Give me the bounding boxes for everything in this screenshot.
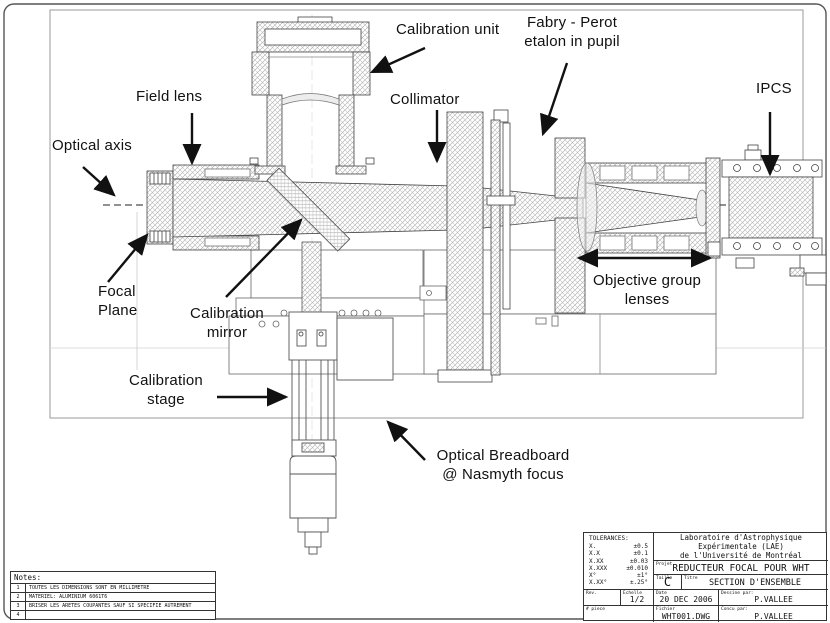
designed-by-cell: Concu par: P.VALLEE <box>719 605 828 622</box>
organization-box: Laboratoire d'Astrophysique Expérimental… <box>654 533 828 560</box>
label-calibration-stage-line2: stage <box>147 391 185 408</box>
tolerances-box: TOLERANCES: X. ±0.5 X.X ±0.1 X.XX ±0.03 … <box>584 533 654 589</box>
notes-title: Notes: <box>11 572 215 584</box>
note-text: TOUTES LES DIMENSIONS SONT EN MILLIMETRE <box>29 585 150 591</box>
note-row: 4 <box>11 611 215 619</box>
tolerance-val: ±0.5 <box>633 543 648 550</box>
label-objective-group-line2: lenses <box>624 291 670 308</box>
note-number: 1 <box>11 584 26 592</box>
tolerance-row: X.XX ±0.03 <box>589 558 648 565</box>
label-calibration-stage: Calibration stage <box>106 371 226 409</box>
label-fabry-perot-line2: etalon in pupil <box>524 33 620 50</box>
tolerance-row: X.XXX ±0.010 <box>589 565 648 572</box>
drawn-by-value: P.VALLEE <box>754 595 793 604</box>
drawn-by-label: Dessine par: <box>721 591 754 596</box>
label-focal-plane-line1: Focal <box>98 283 136 300</box>
tolerance-dim: X.XX° <box>589 579 608 587</box>
note-row: 1 TOUTES LES DIMENSIONS SONT EN MILLIMET… <box>11 584 215 593</box>
tolerance-dim: X.XX <box>589 557 604 565</box>
label-optical-breadboard: Optical Breadboard @ Nasmyth focus <box>428 446 578 484</box>
calibration-stage-drawing <box>288 311 394 555</box>
label-objective-group-line1: Objective group <box>592 272 702 289</box>
collimator-drawing <box>437 111 493 383</box>
rev-cell: Rev. <box>584 589 621 605</box>
tolerance-dim: X. <box>589 543 597 550</box>
tolerance-val: ±0.1 <box>633 550 648 558</box>
rev-label: Rev. <box>586 591 597 596</box>
tolerance-dim: X.XXX <box>589 564 608 572</box>
note-row: 3 BRISER LES ARETES COUPANTES SAUF SI SP… <box>11 602 215 611</box>
date-cell: Date 20 DEC 2006 <box>654 589 719 605</box>
drawn-by-cell: Dessine par: P.VALLEE <box>719 589 828 605</box>
file-value: WHT001.DWG <box>661 612 711 621</box>
organization-line1: Laboratoire d'Astrophysique <box>680 533 802 542</box>
tolerance-row: X.X ±0.1 <box>589 550 648 557</box>
scale-value: 1/2 <box>629 595 645 604</box>
label-optical-breadboard-line1: Optical Breadboard <box>436 447 570 464</box>
label-fabry-perot-line1: Fabry - Perot <box>526 14 618 31</box>
designed-by-value: P.VALLEE <box>754 612 793 621</box>
tolerance-dim: X° <box>589 572 597 580</box>
note-row: 2 MATERIEL: ALUMINIUM 6061T6 <box>11 593 215 602</box>
note-number: 4 <box>11 611 26 619</box>
note-number: 2 <box>11 593 26 601</box>
date-value: 20 DEC 2006 <box>659 595 713 604</box>
tolerance-row: X. ±0.5 <box>589 543 648 550</box>
etalon-drawing <box>486 109 516 376</box>
size-value: C <box>663 575 672 589</box>
label-objective-group: Objective group lenses <box>577 271 717 309</box>
tolerance-dim: X.X <box>589 550 600 558</box>
label-collimator: Collimator <box>390 91 460 108</box>
label-focal-plane: Focal Plane <box>98 282 137 320</box>
note-text: MATERIEL: ALUMINIUM 6061T6 <box>29 594 108 600</box>
size-label: Taille <box>656 576 673 581</box>
notes-table: Notes: 1 TOUTES LES DIMENSIONS SONT EN M… <box>10 571 216 620</box>
ipcs-drawing <box>721 144 827 286</box>
designed-by-label: Concu par: <box>721 607 749 612</box>
file-cell: Fichier WHT001.DWG <box>654 605 719 622</box>
file-label: Fichier <box>656 607 675 612</box>
organization-line3: de l'Université de Montréal <box>680 550 802 560</box>
note-number: 3 <box>11 602 26 610</box>
organization-line2: Expérimentale (LAE) <box>698 541 784 551</box>
field-lens-barrel <box>146 170 174 245</box>
drawing-title: SECTION D'ENSEMBLE <box>708 578 802 588</box>
label-ipcs: IPCS <box>756 80 792 97</box>
title-label: Titre <box>684 576 698 581</box>
tolerance-val: ±.25° <box>629 579 648 587</box>
project-label: Projet <box>656 562 673 567</box>
project-name: REDUCTEUR FOCAL POUR WHT <box>672 563 810 574</box>
project-cell: Projet REDUCTEUR FOCAL POUR WHT <box>654 560 828 574</box>
scale-label: Echelle <box>623 591 642 596</box>
objective-group-drawing <box>554 137 721 314</box>
label-optical-axis: Optical axis <box>52 137 132 154</box>
label-calibration-mirror-line2: mirror <box>206 324 248 341</box>
tolerance-val: ±0.010 <box>626 564 648 572</box>
label-calibration-mirror: Calibration mirror <box>167 304 287 342</box>
tolerance-val: ±0.03 <box>629 557 648 565</box>
title-cell: Titre SECTION D'ENSEMBLE <box>682 574 828 589</box>
note-text: BRISER LES ARETES COUPANTES SAUF SI SPEC… <box>29 603 192 609</box>
tolerance-row: X.XX° ±.25° <box>589 579 648 586</box>
label-fabry-perot: Fabry - Perot etalon in pupil <box>512 13 632 51</box>
tolerance-row: X° ±1° <box>589 572 648 579</box>
tolerance-val: ±1° <box>637 572 648 580</box>
label-calibration-stage-line1: Calibration <box>129 372 203 389</box>
annotation-arrows <box>82 46 780 461</box>
part-number-cell: # piece <box>584 605 654 622</box>
tolerances-title: TOLERANCES: <box>589 535 629 542</box>
label-calibration-unit: Calibration unit <box>396 21 500 38</box>
part-number-label: # piece <box>586 607 605 612</box>
label-optical-breadboard-line2: @ Nasmyth focus <box>442 466 564 483</box>
label-calibration-mirror-line1: Calibration <box>190 305 264 322</box>
size-cell: Taille C <box>654 574 682 589</box>
label-field-lens: Field lens <box>136 88 203 105</box>
label-focal-plane-line2: Plane <box>98 302 138 319</box>
date-label: Date <box>656 591 667 596</box>
title-block: TOLERANCES: X. ±0.5 X.X ±0.1 X.XX ±0.03 … <box>583 532 828 622</box>
calibration-unit-drawing <box>251 16 371 175</box>
scale-cell: Echelle 1/2 <box>621 589 654 605</box>
